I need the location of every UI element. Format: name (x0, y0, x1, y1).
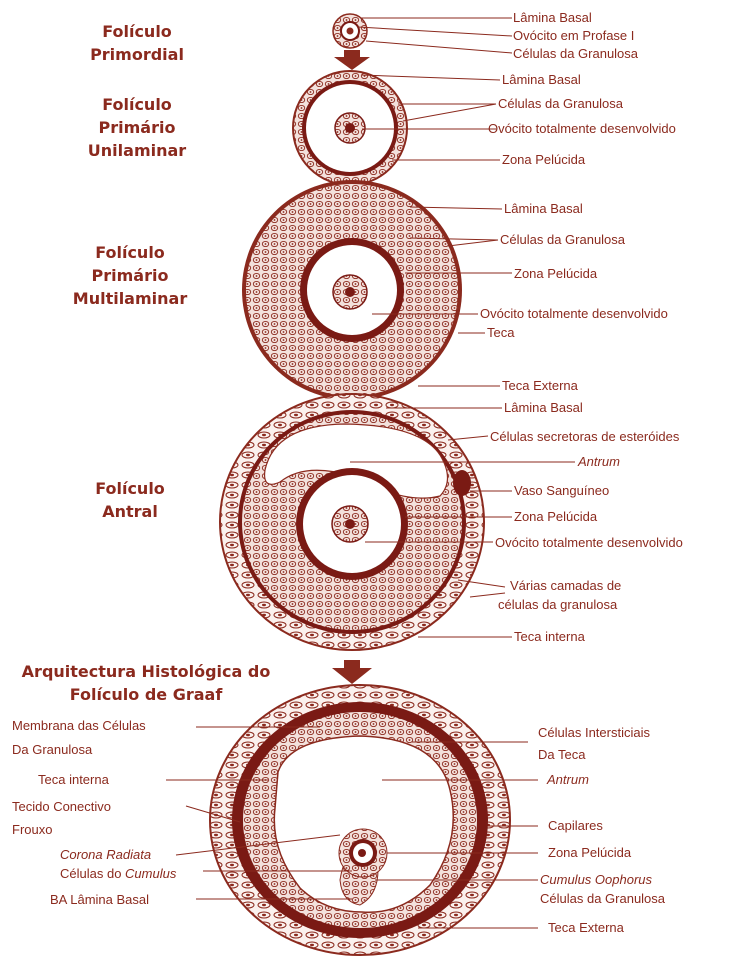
label-antral-antrum: Antrum (578, 454, 620, 470)
graafian-follicle (210, 685, 510, 955)
stage-arrow (334, 50, 370, 70)
stage-title-unilaminar: Folículo Primário Unilaminar (77, 93, 197, 162)
label-graaf-theca-interna: Teca interna (38, 772, 109, 788)
primordial-follicle (333, 14, 367, 48)
stage-title-line: Folículo (70, 477, 190, 500)
label-graaf-connective: Tecido Conectivo (12, 799, 111, 815)
label-multilaminar-theca: Teca (487, 325, 514, 341)
stage-title-line: Primário (60, 264, 200, 287)
label-graaf-cumulus-oophorus: Cumulus Oophorus (540, 872, 652, 888)
stage-title-line: Primordial (77, 43, 197, 66)
label-text: Cumulus (125, 866, 176, 881)
unilaminar-follicle (293, 71, 407, 185)
multilaminar-follicle (242, 180, 462, 400)
label-antral-theca-interna: Teca interna (514, 629, 585, 645)
stage-title-line: Folículo de Graaf (10, 683, 282, 706)
stage-title-multilaminar: Folículo Primário Multilaminar (60, 241, 200, 310)
label-antral-secretory: Células secretoras de esteróides (490, 429, 679, 445)
label-antral-vessel: Vaso Sanguíneo (514, 483, 609, 499)
label-graaf-basal: BA Lâmina Basal (50, 892, 149, 908)
label-text: Células do (60, 866, 125, 881)
label-graaf-membrane: Membrana das Células (12, 718, 146, 734)
label-graaf-granulosa: Células da Granulosa (540, 891, 665, 907)
stage-title-line: Folículo (60, 241, 200, 264)
label-multilaminar-zona: Zona Pelúcida (514, 266, 597, 282)
label-multilaminar-granulosa: Células da Granulosa (500, 232, 625, 248)
label-graaf-theca-externa: Teca Externa (548, 920, 624, 936)
stage-title-antral: Folículo Antral (70, 477, 190, 523)
label-primordial-granulosa: Células da Granulosa (513, 46, 638, 62)
label-antral-basal: Lâmina Basal (504, 400, 583, 416)
stage-arrow (332, 660, 372, 684)
stage-title-line: Primário (77, 116, 197, 139)
stage-title-line: Arquitectura Histológica do (10, 660, 282, 683)
label-antral-zona: Zona Pelúcida (514, 509, 597, 525)
label-antral-layers: células da granulosa (498, 597, 617, 613)
label-unilaminar-basal: Lâmina Basal (502, 72, 581, 88)
label-antral-layers: Várias camadas de (510, 578, 621, 594)
label-primordial-oocyte: Ovócito em Profase I (513, 28, 634, 44)
antral-follicle (220, 394, 484, 650)
label-antral-oocyte: Ovócito totalmente desenvolvido (495, 535, 683, 551)
stage-title-line: Folículo (77, 20, 197, 43)
stage-title-line: Antral (70, 500, 190, 523)
label-graaf-zona: Zona Pelúcida (548, 845, 631, 861)
label-primordial-basal: Lâmina Basal (513, 10, 592, 26)
label-graaf-interstitial: Células Intersticiais (538, 725, 650, 741)
label-multilaminar-oocyte: Ovócito totalmente desenvolvido (480, 306, 668, 322)
label-unilaminar-granulosa: Células da Granulosa (498, 96, 623, 112)
label-graaf-membrane: Da Granulosa (12, 742, 92, 758)
label-multilaminar-basal: Lâmina Basal (504, 201, 583, 217)
stage-title-line: Unilaminar (77, 139, 197, 162)
stage-title-line: Folículo (77, 93, 197, 116)
label-graaf-cumulus-cells: Células do Cumulus (60, 866, 176, 882)
label-graaf-corona: Corona Radiata (60, 847, 151, 863)
label-unilaminar-oocyte: Ovócito totalmente desenvolvido (488, 121, 676, 137)
label-graaf-antrum: Antrum (547, 772, 589, 788)
stage-title-primordial: Folículo Primordial (77, 20, 197, 66)
stage-title-line: Multilaminar (60, 287, 200, 310)
label-antral-theca-externa: Teca Externa (502, 378, 578, 394)
label-graaf-capillaries: Capilares (548, 818, 603, 834)
stage-title-graaf: Arquitectura Histológica do Folículo de … (10, 660, 282, 706)
label-graaf-connective: Frouxo (12, 822, 52, 838)
label-unilaminar-zona: Zona Pelúcida (502, 152, 585, 168)
label-graaf-interstitial: Da Teca (538, 747, 585, 763)
